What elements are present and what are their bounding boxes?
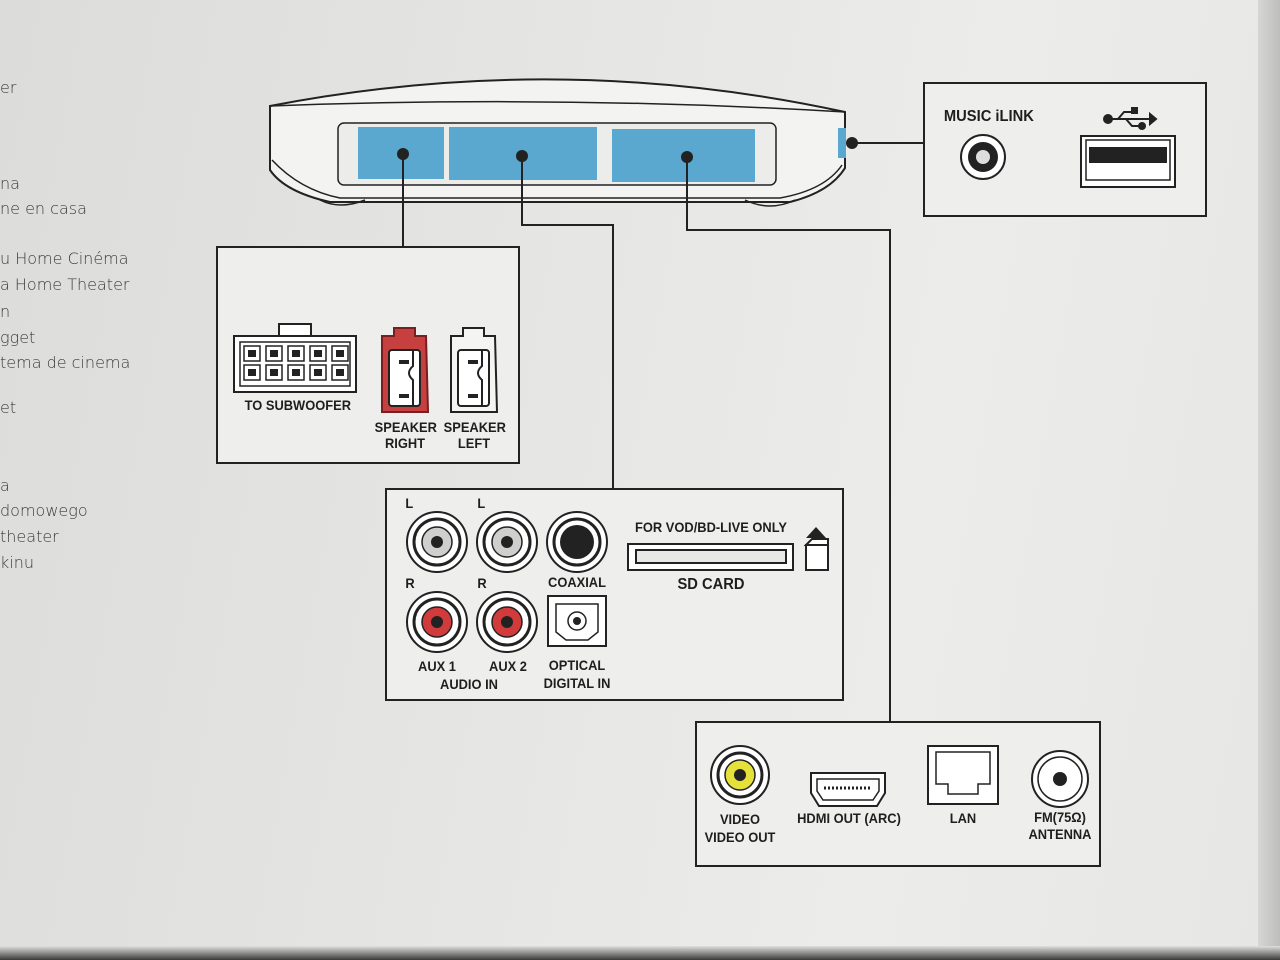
- aux2-right-jack: [476, 591, 538, 653]
- video-network-panel: [695, 721, 1101, 867]
- digital-in-label: DIGITAL IN: [543, 675, 611, 691]
- aux1-left-jack: [406, 511, 468, 573]
- coaxial-jack: [546, 511, 608, 573]
- aux2-r-label: R: [477, 575, 487, 591]
- blue-port-area-side: [838, 128, 846, 158]
- side-text-line: tema de cinema: [0, 353, 131, 372]
- aux1-l-label: L: [405, 495, 414, 511]
- fm-antenna-jack: [1031, 750, 1089, 808]
- speaker-right-label-1: SPEAKER: [374, 419, 437, 435]
- speaker-left-label-2: LEFT: [457, 435, 491, 451]
- usb-icon: [1103, 107, 1158, 130]
- connector-dot: [516, 150, 528, 162]
- sd-card-label: SD CARD: [677, 576, 745, 593]
- side-text-line: a Home Theater: [0, 275, 130, 294]
- aux2-left-jack: [476, 511, 538, 573]
- connector-lines: [402, 142, 924, 722]
- side-text-line: na: [0, 174, 20, 193]
- subwoofer-pin-contact: [336, 350, 344, 357]
- speaker-right-label-2: RIGHT: [384, 435, 426, 451]
- hdmi-out-label: HDMI OUT (ARC): [797, 810, 901, 826]
- aux2-label: AUX 2: [489, 658, 527, 674]
- side-text-line: gget: [0, 328, 36, 347]
- subwoofer-pins: [243, 345, 349, 381]
- aux1-r-label: R: [405, 575, 415, 591]
- paper-edge: [1258, 0, 1280, 960]
- subwoofer-pin-contact: [314, 369, 322, 376]
- subwoofer-pin-contact: [248, 369, 256, 376]
- video-out-label: VIDEO OUT: [704, 829, 776, 845]
- lan-port: [927, 745, 999, 805]
- speaker-right-connector: [381, 327, 430, 413]
- connector-dot: [397, 148, 409, 160]
- side-text-line: u Home Cinéma: [0, 249, 129, 268]
- speaker-left-connector: [450, 327, 499, 413]
- side-text-line: a: [0, 476, 10, 495]
- side-text-line: kinu: [0, 553, 34, 572]
- side-text-line: theater: [0, 527, 59, 546]
- aux1-right-jack: [406, 591, 468, 653]
- side-text-line: et: [0, 398, 17, 417]
- hdmi-port: [810, 772, 886, 807]
- connector-dot: [681, 151, 693, 163]
- vod-bd-live-label: FOR VOD/BD-LIVE ONLY: [635, 519, 787, 535]
- audio-in-label: AUDIO IN: [440, 676, 498, 692]
- aux1-label: AUX 1: [418, 658, 456, 674]
- sd-card-slot: [627, 543, 794, 571]
- fm-label: FM(75Ω): [1034, 809, 1086, 825]
- subwoofer-pin-contact: [248, 350, 256, 357]
- optical-jack: [547, 595, 607, 647]
- subwoofer-pin-contact: [270, 350, 278, 357]
- subwoofer-pin-contact: [292, 350, 300, 357]
- aux2-l-label: L: [477, 495, 486, 511]
- side-text-line: er: [0, 78, 17, 97]
- side-text-column: er na ne en casa u Home Cinéma a Home Th…: [0, 0, 140, 620]
- subwoofer-pin-contact: [270, 369, 278, 376]
- video-out-jack: [710, 745, 770, 805]
- lan-label: LAN: [949, 810, 977, 826]
- side-text-line: ne en casa: [0, 199, 87, 218]
- eject-icon: [803, 527, 829, 571]
- antenna-label: ANTENNA: [1028, 826, 1092, 842]
- subwoofer-pin-contact: [314, 350, 322, 357]
- subwoofer-pin-contact: [292, 369, 300, 376]
- subwoofer-pin-contact: [336, 369, 344, 376]
- subwoofer-label: TO SUBWOOFER: [244, 397, 352, 413]
- usb-port: [1080, 135, 1176, 188]
- music-ilink-jack: [960, 134, 1006, 180]
- optical-label: OPTICAL: [548, 657, 606, 673]
- music-ilink-label: MUSIC iLINK: [943, 108, 1034, 125]
- side-text-line: n: [0, 302, 11, 321]
- connector-dot: [846, 137, 858, 149]
- desk-edge: [0, 946, 1280, 960]
- side-text-line: domowego: [0, 501, 88, 520]
- speaker-left-label-1: SPEAKER: [443, 419, 506, 435]
- coaxial-label: COAXIAL: [548, 574, 606, 590]
- video-label: VIDEO: [719, 811, 761, 827]
